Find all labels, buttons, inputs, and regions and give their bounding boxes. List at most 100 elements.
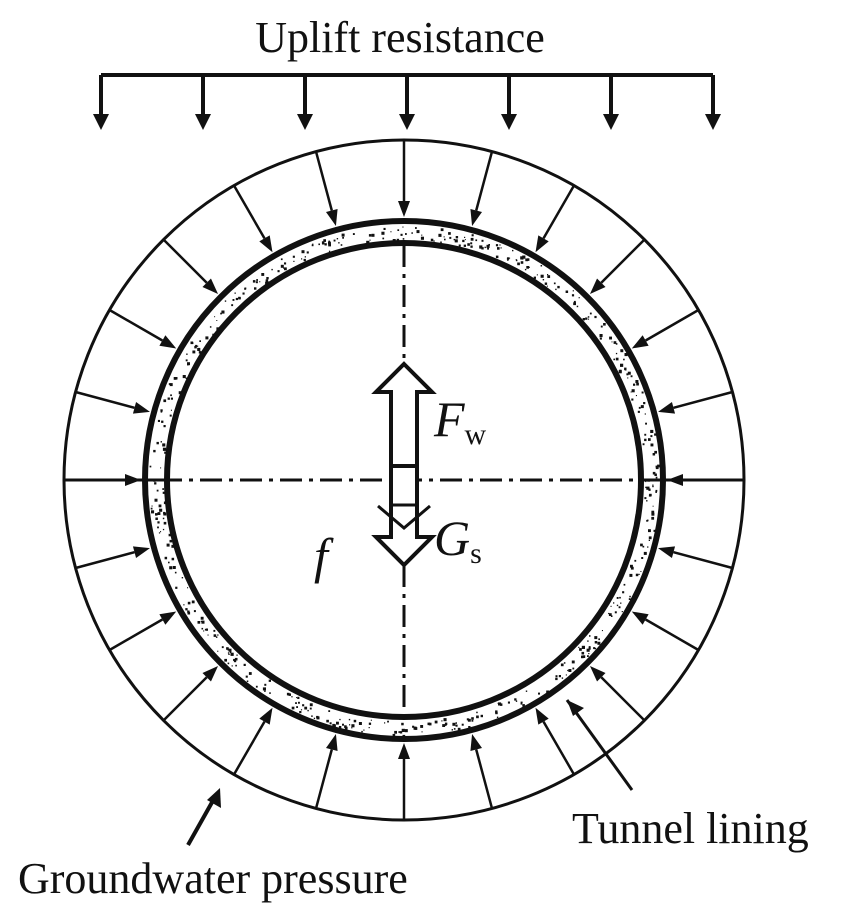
lining-speckle (231, 665, 233, 667)
lining-speckle (500, 247, 502, 249)
lining-speckle (197, 347, 201, 351)
uplift-arrow-head (399, 114, 415, 130)
lining-speckle (381, 231, 385, 235)
lining-speckle (421, 731, 423, 733)
lining-speckle (619, 369, 622, 373)
tunnel-lining-leader-arrowhead (567, 700, 584, 716)
pressure-arrow-head (589, 278, 606, 295)
lining-speckle (192, 350, 196, 354)
lining-speckle (555, 675, 558, 678)
lining-speckle (329, 722, 332, 725)
lining-speckle (269, 692, 271, 694)
pressure-arrow-shaft (75, 390, 135, 409)
pressure-arrow (108, 611, 177, 652)
lining-speckle (328, 710, 331, 712)
lining-speckle (631, 389, 635, 393)
lining-speckle (328, 243, 331, 247)
lining-speckle (610, 605, 612, 607)
lining-speckle (169, 566, 173, 570)
lining-speckle (579, 648, 582, 651)
lining-speckle (433, 240, 435, 242)
lining-speckle (650, 443, 654, 447)
lining-speckle (344, 725, 347, 728)
pressure-arrow-shaft (644, 308, 700, 342)
lining-speckle (651, 512, 655, 516)
lining-speckle (581, 651, 585, 655)
self-weight-symbol: Gs (434, 510, 482, 570)
lining-speckle (644, 413, 646, 415)
lining-speckle (259, 281, 261, 283)
lining-speckle (303, 258, 306, 262)
pressure-arrow-shaft (232, 720, 266, 776)
lining-speckle (280, 258, 283, 261)
lining-speckle (217, 634, 219, 636)
pressure-arrow (589, 238, 646, 295)
pressure-arrow-shaft (600, 676, 646, 722)
lining-speckle (630, 391, 632, 393)
lining-speckle (200, 616, 204, 620)
lining-speckle (178, 391, 182, 395)
lining-speckle (565, 290, 569, 293)
lining-speckle (538, 692, 540, 695)
lining-speckle (616, 597, 619, 599)
lining-speckle (443, 718, 447, 722)
lining-speckle (309, 703, 313, 707)
pressure-arrow-head (132, 401, 150, 414)
lining-speckle (252, 280, 256, 283)
lining-speckle (217, 650, 219, 652)
lining-speckle (453, 728, 456, 730)
lining-speckle (306, 251, 309, 254)
lining-speckle (261, 273, 265, 276)
lining-speckle (344, 726, 348, 730)
lining-speckle (336, 721, 339, 725)
lining-speckle (635, 573, 639, 577)
lining-speckle (497, 247, 500, 250)
lining-speckle (599, 337, 602, 340)
lining-speckle (571, 660, 575, 664)
lining-speckle (224, 300, 227, 302)
lining-speckle (462, 239, 465, 243)
lining-speckle (264, 690, 266, 692)
lining-speckle (181, 577, 184, 579)
lining-speckle (582, 655, 586, 658)
lining-speckle (174, 571, 177, 574)
pressure-arrow-head (589, 665, 606, 682)
lining-speckle (158, 532, 161, 534)
lining-speckle (266, 277, 269, 280)
self-weight-inner-chevron (377, 504, 431, 530)
buoyancy-symbol-main: F (433, 391, 465, 447)
lining-speckle (160, 409, 163, 412)
lining-speckle (578, 297, 580, 299)
lining-speckle (467, 243, 470, 246)
uplift-arrow (501, 75, 517, 130)
lining-speckle (652, 485, 654, 488)
lining-speckle (455, 722, 457, 724)
lining-speckle (298, 701, 300, 704)
lining-speckle (412, 725, 415, 728)
lining-speckle (445, 724, 447, 726)
pressure-arrow-shaft (600, 238, 646, 284)
lining-speckle (311, 244, 314, 247)
lining-speckle (528, 266, 530, 268)
pressure-arrow (232, 707, 273, 776)
lining-speckle (201, 627, 204, 630)
lining-speckle (256, 279, 258, 281)
lining-speckle (168, 533, 172, 537)
pressure-arrow-shaft (644, 618, 700, 652)
lining-speckle (255, 685, 258, 688)
uplift-arrow (195, 75, 211, 130)
pressure-arrow-head (398, 201, 410, 217)
uplift-arrow-head (93, 114, 109, 130)
lining-speckle (652, 471, 656, 475)
groundwater-pressure-leader (186, 788, 221, 846)
lining-speckle (170, 394, 172, 397)
lining-speckle (572, 290, 574, 292)
lining-speckle (546, 285, 548, 287)
lining-speckle (453, 238, 455, 241)
lining-speckle (284, 267, 287, 271)
lining-speckle (398, 731, 401, 733)
lining-speckle (369, 239, 371, 241)
lining-speckle (195, 344, 198, 347)
self-weight-force-arrow (371, 464, 437, 568)
buoyancy-symbol: Fw (433, 391, 487, 451)
